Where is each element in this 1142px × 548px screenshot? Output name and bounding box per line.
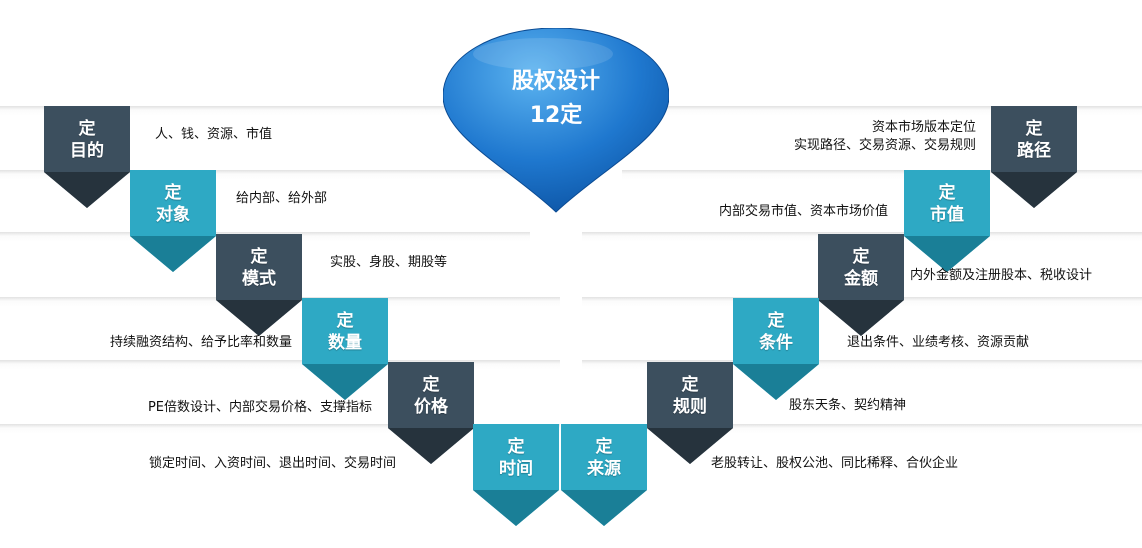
badge-bottom-label: 金额 xyxy=(844,269,878,289)
badge-bottom-label: 价格 xyxy=(414,397,448,417)
desc-price: PE倍数设计、内部交易价格、支撑指标 xyxy=(147,400,372,415)
badge-path: 定 路径 xyxy=(991,106,1077,212)
badge-top-label: 定 xyxy=(852,247,870,267)
desc-mode: 实股、身股、期股等 xyxy=(330,255,448,270)
badge-shape-dark xyxy=(388,362,474,464)
badge-bottom-label: 来源 xyxy=(587,459,621,479)
desc-time: 锁定时间、入资时间、退出时间、交易时间 xyxy=(148,456,396,471)
badge-bottom-label: 条件 xyxy=(759,333,793,353)
desc-rules: 股东天条、契约精神 xyxy=(789,398,907,413)
badge-rules: 定 规则 xyxy=(647,362,733,468)
badge-bottom-label: 数量 xyxy=(328,333,362,353)
badge-shape-teal xyxy=(733,298,819,400)
badge-time: 定 时间 xyxy=(473,424,559,530)
desc-market-value: 内部交易市值、资本市场价值 xyxy=(718,204,888,219)
desc-conditions: 退出条件、业绩考核、资源贡献 xyxy=(847,335,1030,350)
badge-target: 定 对象 xyxy=(130,170,216,276)
badge-top-label: 定 xyxy=(767,311,785,331)
badge-market-value: 定 市值 xyxy=(904,170,990,276)
badge-source: 定 来源 xyxy=(561,424,647,530)
badge-top-label: 定 xyxy=(1025,119,1043,139)
badge-shape-dark xyxy=(216,234,302,336)
badge-top-label: 定 xyxy=(507,437,525,457)
badge-shape-dark xyxy=(44,106,130,208)
desc-path-line2: 实现路径、交易资源、交易规则 xyxy=(793,138,976,153)
badge-top-label: 定 xyxy=(595,437,613,457)
badge-shape-teal xyxy=(561,424,647,526)
desc-amount: 内外金额及注册股本、税收设计 xyxy=(910,268,1093,283)
badge-top-label: 定 xyxy=(422,375,440,395)
badge-mode: 定 模式 xyxy=(216,234,302,340)
badge-bottom-label: 模式 xyxy=(242,269,276,289)
badge-amount: 定 金额 xyxy=(818,234,904,340)
band-left-6 xyxy=(0,424,560,490)
title-drop: 股权设计 12定 xyxy=(443,28,669,214)
badge-top-label: 定 xyxy=(938,183,956,203)
badge-purpose: 定 目的 xyxy=(44,106,130,212)
badge-shape-teal xyxy=(130,170,216,272)
drop-shape xyxy=(443,28,669,213)
badge-conditions: 定 条件 xyxy=(733,298,819,404)
badge-shape-dark xyxy=(991,106,1077,208)
badge-top-label: 定 xyxy=(250,247,268,267)
badge-shape-teal xyxy=(473,424,559,526)
badge-top-label: 定 xyxy=(681,375,699,395)
desc-purpose: 人、钱、资源、市值 xyxy=(155,127,273,142)
badge-price: 定 价格 xyxy=(388,362,474,468)
badge-bottom-label: 市值 xyxy=(930,205,964,225)
badge-shape-teal xyxy=(302,298,388,400)
badge-bottom-label: 路径 xyxy=(1017,141,1051,161)
badge-bottom-label: 对象 xyxy=(156,205,190,225)
badge-top-label: 定 xyxy=(78,119,96,139)
badge-quantity: 定 数量 xyxy=(302,298,388,404)
desc-source: 老股转让、股权公池、同比稀释、合伙企业 xyxy=(711,456,959,471)
badge-bottom-label: 规则 xyxy=(673,397,707,417)
title-line2: 12定 xyxy=(529,103,583,128)
badge-bottom-label: 目的 xyxy=(70,141,104,161)
badge-shape-dark xyxy=(647,362,733,464)
badge-shape-teal xyxy=(904,170,990,272)
desc-path-line1: 资本市场版本定位 xyxy=(871,120,976,135)
title-line1: 股权设计 xyxy=(511,69,600,94)
badge-top-label: 定 xyxy=(336,311,354,331)
desc-target: 给内部、给外部 xyxy=(236,191,328,206)
badge-top-label: 定 xyxy=(164,183,182,203)
badge-bottom-label: 时间 xyxy=(499,459,533,479)
badge-shape-dark xyxy=(818,234,904,336)
desc-quantity: 持续融资结构、给予比率和数量 xyxy=(109,335,292,350)
